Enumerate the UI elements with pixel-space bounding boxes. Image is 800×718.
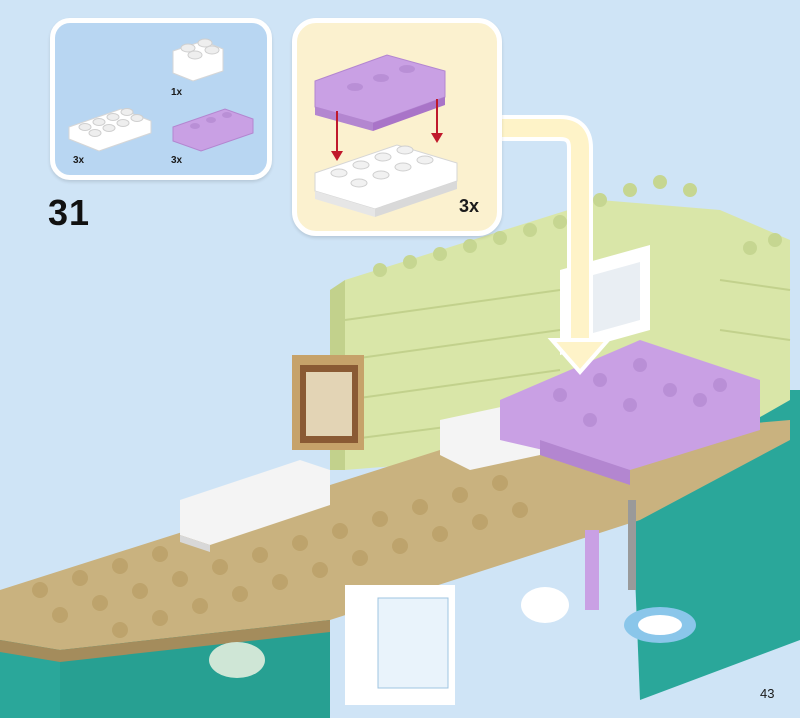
lavender-tile-icon bbox=[172, 108, 254, 152]
shower-pole bbox=[628, 500, 636, 590]
sink bbox=[521, 587, 569, 623]
callout-arrow bbox=[488, 119, 589, 345]
qty-white-2x4-plate: 3x bbox=[73, 155, 85, 166]
baseplate-studs bbox=[32, 475, 528, 638]
white-plate-left bbox=[180, 460, 330, 545]
subassembly-callout: 3x bbox=[292, 18, 502, 236]
tan-baseplate bbox=[0, 420, 790, 650]
page-number: 43 bbox=[760, 686, 775, 701]
qty-lavender-tile: 3x bbox=[171, 155, 183, 166]
step-number: 31 bbox=[48, 192, 91, 233]
qty-white-2x2-brick: 1x bbox=[171, 87, 183, 98]
parts-list-panel: 1x 3x 3x bbox=[50, 18, 272, 180]
brush bbox=[585, 530, 599, 610]
callout-quantity: 3x bbox=[458, 196, 479, 216]
pot bbox=[209, 642, 265, 678]
callout-arrow-head bbox=[547, 338, 613, 376]
subassembly-graphics bbox=[314, 54, 458, 217]
lime-wall-studs bbox=[373, 175, 782, 277]
parts-list-graphics bbox=[68, 38, 254, 152]
